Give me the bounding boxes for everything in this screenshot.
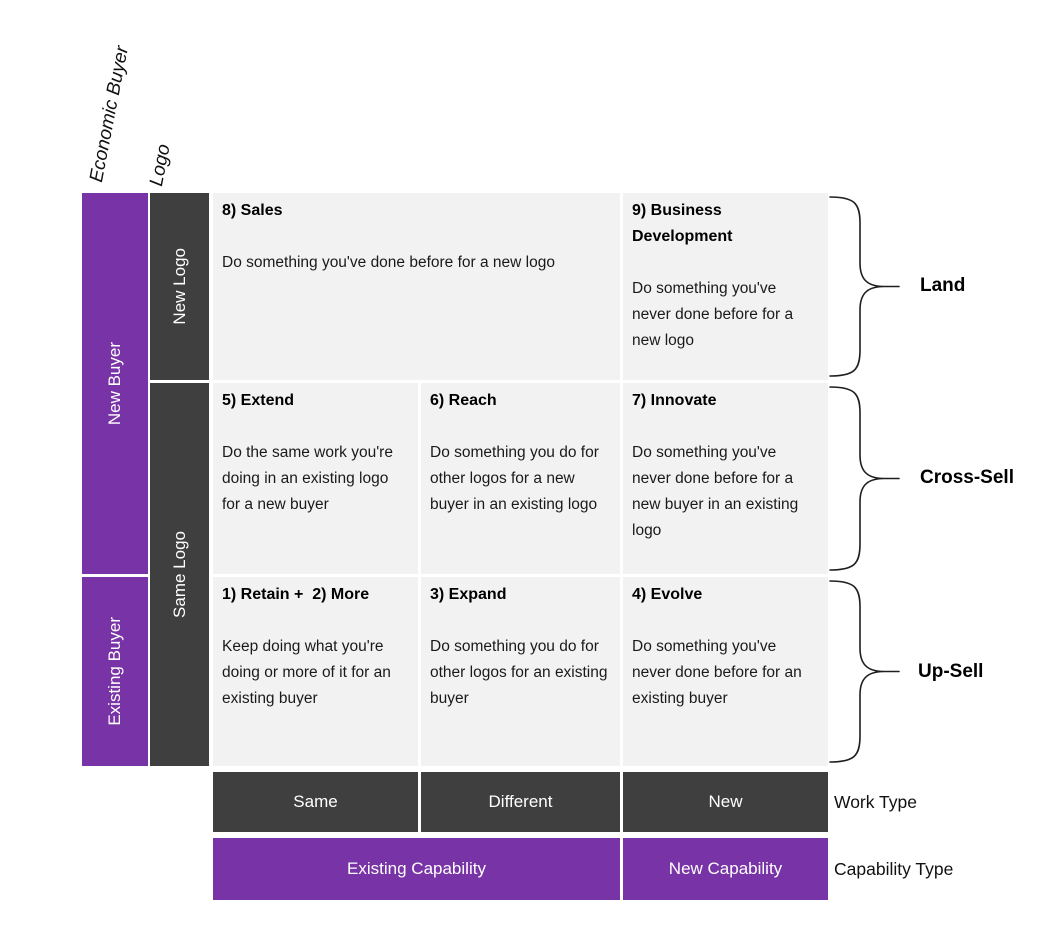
work-type-axis-label: Work Type: [834, 791, 917, 812]
work-type-different: Different: [421, 772, 620, 832]
cell-expand-title: 3) Expand: [430, 586, 507, 603]
work-type-same-label: Same: [293, 792, 338, 811]
cell-retain-more-title: 1) Retain + 2) More: [222, 586, 370, 603]
cell-evolve-desc: Do something you've never done before fo…: [632, 638, 802, 707]
cell-reach-desc: Do something you do for other logos for …: [430, 444, 599, 513]
capability-type-axis-label: Capability Type: [834, 858, 954, 879]
same-logo-band: Same Logo: [150, 383, 209, 766]
up-sell-label: Up-Sell: [918, 661, 984, 682]
economic-buyer-axis-label: Economic Buyer: [86, 44, 134, 185]
cell-expand-desc: Do something you do for other logos for …: [430, 638, 608, 707]
cell-business-development-title: 9) Business Development: [632, 202, 733, 245]
cell-reach-title: 6) Reach: [430, 392, 497, 409]
new-buyer-band-label: New Buyer: [105, 341, 124, 426]
cell-sales-title: 8) Sales: [222, 202, 283, 219]
cell-sales: 8) Sales Do something you've done before…: [213, 193, 620, 380]
new-logo-band-label: New Logo: [169, 248, 189, 325]
cross-sell-brace-icon: [829, 386, 900, 571]
cell-evolve: 4) Evolve Do something you've never done…: [623, 577, 828, 766]
up-sell-brace-icon: [829, 580, 900, 763]
new-buyer-band: New Buyer: [82, 193, 148, 574]
capability-existing-label: Existing Capability: [347, 859, 486, 878]
capability-new: New Capability: [623, 838, 828, 900]
cell-business-development-desc: Do something you've never done before fo…: [632, 280, 794, 349]
existing-buyer-band: Existing Buyer: [82, 577, 148, 766]
cell-innovate: 7) Innovate Do something you've never do…: [623, 383, 828, 574]
cell-innovate-desc: Do something you've never done before fo…: [632, 444, 799, 539]
new-logo-band: New Logo: [150, 193, 209, 380]
cell-reach: 6) Reach Do something you do for other l…: [421, 383, 620, 574]
logo-axis-label: Logo: [146, 142, 175, 189]
land-label: Land: [920, 275, 966, 296]
cell-retain-more: 1) Retain + 2) More Keep doing what you'…: [213, 577, 418, 766]
cell-expand: 3) Expand Do something you do for other …: [421, 577, 620, 766]
capability-new-label: New Capability: [668, 859, 783, 878]
cross-sell-label: Cross-Sell: [920, 467, 1014, 488]
work-type-new: New: [623, 772, 828, 832]
cell-extend-title: 5) Extend: [222, 392, 295, 409]
existing-buyer-band-label: Existing Buyer: [105, 617, 124, 726]
land-brace-icon: [829, 196, 900, 377]
cell-retain-more-desc: Keep doing what you're doing or more of …: [222, 638, 391, 707]
work-type-different-label: Different: [488, 792, 553, 811]
cell-business-development: 9) Business Development Do something you…: [623, 193, 828, 380]
same-logo-band-label: Same Logo: [169, 531, 189, 618]
cell-sales-desc: Do something you've done before for a ne…: [222, 254, 555, 271]
cell-extend-desc: Do the same work you're doing in an exis…: [222, 444, 393, 513]
cell-innovate-title: 7) Innovate: [632, 392, 717, 409]
cell-extend: 5) Extend Do the same work you're doing …: [213, 383, 418, 574]
work-type-new-label: New: [708, 792, 743, 811]
work-type-same: Same: [213, 772, 418, 832]
capability-existing: Existing Capability: [213, 838, 620, 900]
cell-evolve-title: 4) Evolve: [632, 586, 703, 603]
